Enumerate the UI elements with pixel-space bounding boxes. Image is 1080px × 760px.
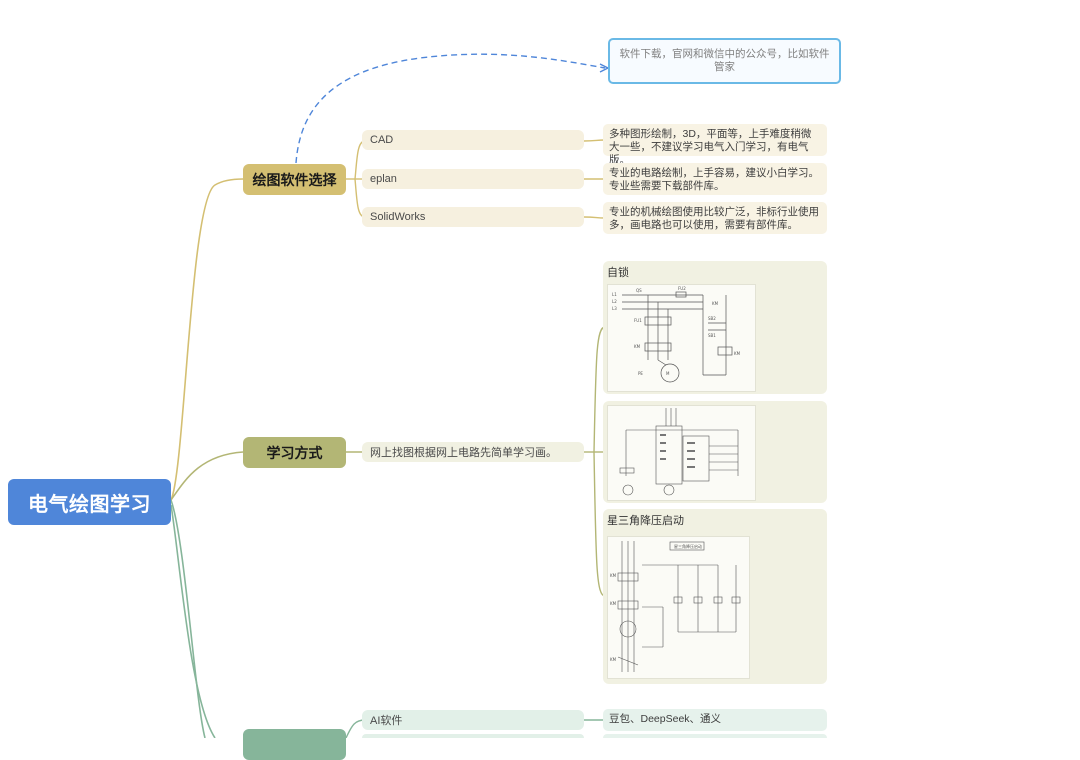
mindmap-canvas: 电气绘图学习 软件下载，官网和微信中的公众号，比如软件管家 绘图软件选择 CAD…	[8, 38, 841, 760]
svg-text:星三角降压启动: 星三角降压启动	[674, 543, 702, 549]
leaf-cad[interactable]: CAD	[362, 130, 584, 150]
svg-text:KM: KM	[610, 573, 617, 578]
svg-text:QS: QS	[636, 288, 642, 293]
svg-text:KM: KM	[610, 601, 617, 606]
svg-text:M: M	[666, 371, 670, 376]
svg-text:SB2: SB2	[708, 316, 716, 321]
image-card-star-delta[interactable]: 星三角降压启动	[603, 509, 827, 684]
branch-drawing-software[interactable]: 绘图软件选择	[243, 164, 346, 195]
branch-ai-tools[interactable]	[243, 729, 346, 760]
leaf-solidworks[interactable]: SolidWorks	[362, 207, 584, 227]
image-card-wiring[interactable]	[603, 401, 827, 503]
circuit-drawing: L1 L2 L3 QS FU2 KM SB2 SB1 KM FU1 KM M P…	[612, 286, 741, 383]
svg-text:PE: PE	[638, 371, 643, 376]
callout-note[interactable]: 软件下载，官网和微信中的公众号，比如软件管家	[608, 38, 841, 84]
note-eplan[interactable]: 专业的电路绘制，上手容易，建议小白学习。专业些需要下载部件库。	[603, 163, 827, 195]
svg-text:FU2: FU2	[678, 286, 686, 291]
svg-text:KM: KM	[712, 301, 719, 306]
branch-learning-method[interactable]: 学习方式	[243, 437, 346, 468]
note-solidworks[interactable]: 专业的机械绘图使用比较广泛，非标行业使用多，画电路也可以使用，需要有部件库。	[603, 202, 827, 234]
leaf-find-diagrams[interactable]: 网上找图根据网上电路先简单学习画。	[362, 442, 584, 462]
wiring-circuit-diagram	[607, 405, 756, 501]
leaf-eplan[interactable]: eplan	[362, 169, 584, 189]
svg-text:KM: KM	[610, 657, 617, 662]
branch-label: 学习方式	[266, 444, 323, 461]
svg-text:SB1: SB1	[708, 333, 716, 338]
branch-label: 绘图软件选择	[252, 171, 337, 188]
leaf-label: AI软件	[370, 715, 403, 727]
svg-text:FU1: FU1	[634, 318, 642, 323]
note-text: 豆包、DeepSeek、通义	[609, 713, 722, 725]
image-caption: 星三角降压启动	[607, 515, 684, 527]
image-card-self-lock[interactable]: 自锁	[603, 261, 827, 394]
circuit-drawing	[619, 408, 739, 496]
note-text: 专业的电路绘制，上手容易，建议小白学习。专业些需要下载部件库。	[609, 167, 819, 192]
svg-text:L2: L2	[612, 299, 617, 304]
self-lock-circuit-diagram: L1 L2 L3 QS FU2 KM SB2 SB1 KM FU1 KM M P…	[607, 284, 756, 392]
connector-lines	[170, 53, 610, 738]
leaf-label: SolidWorks	[370, 211, 426, 223]
svg-text:L3: L3	[612, 306, 617, 311]
leaf-label: CAD	[370, 134, 394, 146]
leaf-label: 网上找图根据网上电路先简单学习画。	[370, 447, 557, 459]
leaf-ai-software[interactable]: AI软件	[362, 710, 584, 730]
star-delta-circuit-diagram: 星三角降压启动 KM KM KM	[607, 536, 750, 679]
circuit-drawing: 星三角降压启动 KM KM KM	[610, 541, 741, 672]
leaf-label: eplan	[370, 173, 397, 185]
image-caption: 自锁	[607, 267, 629, 279]
note-ai-software[interactable]: 豆包、DeepSeek、通义	[603, 709, 827, 731]
svg-text:KM: KM	[634, 344, 641, 349]
leaf-next-peek	[362, 734, 584, 738]
note-next-peek	[603, 734, 827, 738]
root-node[interactable]: 电气绘图学习	[8, 479, 171, 525]
callout-text: 软件下载，官网和微信中的公众号，比如软件管家	[619, 48, 830, 73]
svg-text:KM: KM	[734, 351, 741, 356]
note-cad[interactable]: 多种图形绘制，3D，平面等，上手难度稍微大一些，不建议学习电气入门学习，有电气版…	[603, 124, 827, 166]
root-label: 电气绘图学习	[28, 493, 151, 516]
note-text: 专业的机械绘图使用比较广泛，非标行业使用多，画电路也可以使用，需要有部件库。	[609, 206, 819, 231]
svg-text:L1: L1	[612, 292, 617, 297]
